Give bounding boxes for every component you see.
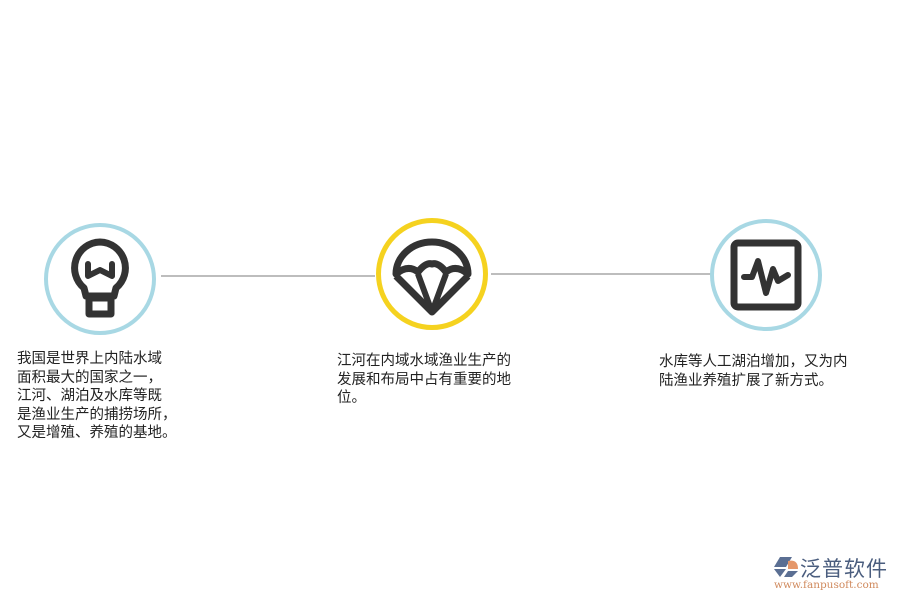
step-2-description: 江河在内域水域渔业生产的 发展和布局中占有重要的地 位。: [337, 352, 511, 408]
watermark-url: www.fanpusoft.com: [774, 579, 879, 591]
step-node-3: [710, 219, 822, 331]
connector-line-1: [161, 275, 375, 277]
lightbulb-icon: [64, 236, 136, 322]
text-line: 发展和布局中占有重要的地: [337, 371, 511, 388]
text-line: 江河、湖泊及水库等既: [17, 388, 162, 404]
text-line: 江河在内域水域渔业生产的: [337, 353, 511, 369]
watermark-brand-name: 泛普软件: [800, 557, 888, 581]
step-1-description: 我国是世界上内陆水域 面积最大的国家之一， 江河、湖泊及水库等既 是渔业生产的捕…: [17, 350, 177, 443]
text-line: 面积最大的国家之一，: [17, 369, 162, 386]
text-line: 位。: [337, 390, 366, 406]
step-3-description: 水库等人工湖泊增加，又为内 陆渔业养殖扩展了新方式。: [659, 353, 848, 390]
step-node-2: [376, 218, 488, 330]
fanpusoft-logo-icon: [772, 555, 800, 583]
text-line: 陆渔业养殖扩展了新方式。: [659, 372, 833, 389]
text-line: 是渔业生产的捕捞场所，: [17, 406, 177, 423]
text-line: 水库等人工湖泊增加，又为内: [659, 354, 848, 370]
parachute-icon: [390, 232, 474, 316]
step-node-1: [44, 223, 156, 335]
text-line: 又是增殖、养殖的基地。: [17, 425, 177, 441]
fanpusoft-watermark: 泛普软件 www.fanpusoft.com: [770, 553, 895, 595]
text-line: 我国是世界上内陆水域: [17, 351, 162, 367]
connector-line-2: [491, 273, 711, 275]
pulse-monitor-icon: [730, 239, 802, 311]
